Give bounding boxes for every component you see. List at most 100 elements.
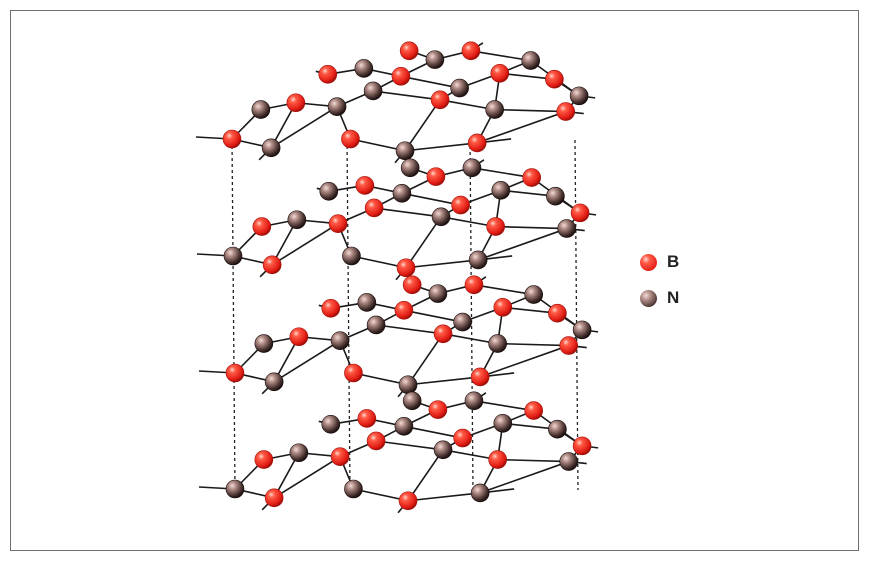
boron-atom: [225, 363, 245, 383]
bond-line: [407, 492, 481, 502]
bond-line: [497, 342, 569, 347]
nitrogen-atom: [559, 452, 579, 471]
boron-atom: [570, 203, 590, 223]
nitrogen-atom: [546, 186, 565, 206]
bond-line: [404, 142, 478, 152]
nitrogen-atom: [557, 219, 577, 238]
nitrogen-atom: [450, 78, 469, 98]
boron-atom: [467, 133, 487, 153]
boron-atom: [252, 217, 272, 236]
boron-atom: [559, 336, 579, 355]
nitrogen-atom: [342, 246, 361, 266]
atoms: [222, 41, 592, 511]
boron-atom: [357, 409, 377, 428]
nitrogen-atom: [400, 158, 420, 178]
nitrogen-atom: [402, 391, 422, 411]
boron-atom: [486, 217, 505, 236]
legend-label-nitrogen: N: [667, 288, 680, 307]
interlayer-bond-line: [574, 139, 579, 491]
bond-line: [494, 108, 566, 113]
nitrogen-atom: [453, 312, 472, 332]
boron-atom: [545, 69, 564, 89]
bond-line: [479, 344, 569, 378]
nitrogen-atom: [548, 419, 567, 439]
bond-line: [497, 458, 569, 463]
bond-line: [405, 216, 442, 269]
nitrogen-atom: [491, 181, 511, 200]
boron-atom: [364, 198, 384, 218]
nitrogen-atom: [488, 334, 507, 353]
nitrogen-atom: [354, 59, 374, 78]
bond-line: [351, 255, 407, 269]
bond-line: [373, 90, 441, 101]
bond-line: [407, 333, 444, 386]
bond-line: [471, 167, 532, 179]
boron-atom: [464, 275, 484, 295]
nitrogen-atom: [485, 100, 504, 119]
nitrogen-atom: [357, 293, 377, 312]
boron-atom: [470, 367, 490, 387]
legend-item-nitrogen: N: [640, 287, 679, 309]
nitrogen-atom: [569, 86, 589, 106]
boron-atom: [262, 255, 282, 275]
nitrogen-atom: [524, 285, 544, 304]
bond-line: [401, 192, 461, 206]
bond-line: [470, 50, 531, 62]
boron-atom: [402, 275, 422, 295]
boron-atom: [572, 436, 592, 456]
boron-atom: [396, 258, 416, 278]
nitrogen-atom: [462, 158, 482, 178]
bond-line: [476, 110, 566, 144]
nitrogen-atom: [327, 97, 347, 116]
nitrogen-atom: [398, 375, 418, 395]
boron-atom: [493, 298, 513, 317]
nitrogen-atom: [572, 320, 592, 340]
bond-line: [353, 372, 409, 386]
boron-atom: [264, 488, 284, 508]
nitrogen-atom: [251, 100, 271, 119]
nitrogen-atom-icon: [640, 289, 657, 307]
nitrogen-atom: [470, 483, 490, 503]
bond-line: [407, 376, 481, 386]
boron-atom: [461, 41, 481, 61]
bond-line: [353, 488, 409, 502]
boron-atom: [453, 428, 472, 448]
boron-atom: [328, 214, 348, 233]
boron-atom: [394, 300, 414, 320]
bond-line: [273, 455, 341, 499]
boron-atom: [490, 64, 510, 83]
boron-atom: [488, 450, 507, 469]
boron-atom: [321, 299, 341, 318]
bond-line: [273, 339, 341, 383]
nitrogen-atom: [261, 138, 281, 158]
bond-line: [495, 225, 567, 230]
bond-line: [374, 207, 442, 218]
bond-line: [270, 105, 338, 149]
bond-line: [271, 222, 339, 266]
nitrogen-atom: [264, 372, 284, 392]
boron-atom: [318, 65, 338, 84]
bond-line: [407, 449, 444, 502]
boron-atom: [344, 363, 363, 383]
boron-atom: [398, 491, 418, 511]
boron-atom: [522, 168, 542, 187]
nitrogen-atom: [431, 207, 451, 227]
legend-item-boron: B: [640, 251, 679, 273]
boron-atom: [254, 450, 274, 469]
nitrogen-atom: [394, 416, 414, 436]
bond-line: [376, 324, 444, 335]
nitrogen-atom: [392, 183, 412, 203]
bond-line: [350, 138, 406, 152]
bond-line: [479, 460, 569, 494]
nitrogen-atom: [366, 315, 386, 335]
boron-atom: [548, 303, 567, 323]
boron-atom: [341, 129, 360, 149]
boron-atom: [399, 41, 419, 61]
interlayer-lines: [231, 139, 579, 491]
boron-atom: [428, 400, 448, 419]
nitrogen-atom: [287, 210, 307, 230]
bond-line: [473, 400, 534, 412]
nitrogen-atom: [433, 440, 453, 460]
nitrogen-atom: [225, 479, 245, 499]
nitrogen-atom: [493, 414, 513, 433]
